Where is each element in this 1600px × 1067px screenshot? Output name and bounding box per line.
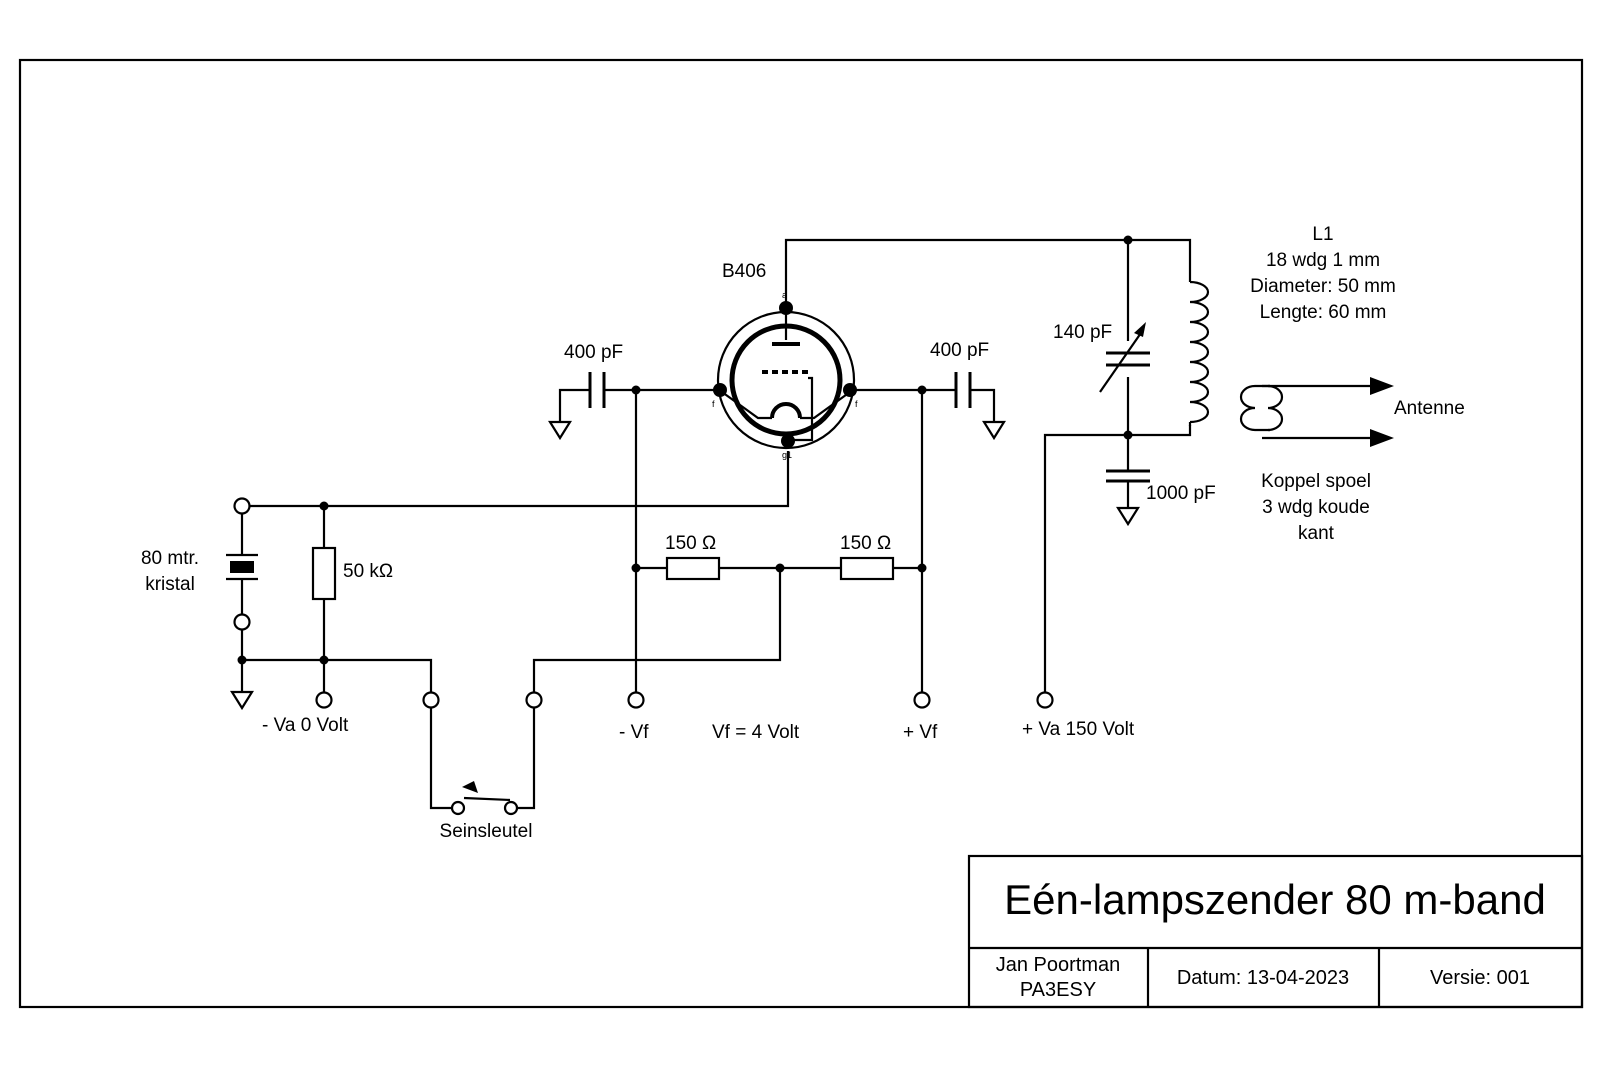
tube-label: B406: [722, 261, 766, 282]
pin-label-a: a: [782, 290, 787, 300]
vf-value-label: Vf = 4 Volt: [712, 722, 800, 743]
version-text: Versie: 001: [1430, 967, 1530, 989]
terminal-crystal-bottom: [233, 613, 251, 631]
coupling-label-1: Koppel spoel: [1261, 471, 1371, 492]
terminal-key-right: [525, 691, 543, 709]
terminal-vf-minus: [627, 691, 645, 709]
coil-spec3-label: Lengte: 60 mm: [1260, 302, 1387, 323]
terminal-va150: [1036, 691, 1054, 709]
terminals: [233, 497, 1054, 709]
junction-dots: [237, 235, 1133, 665]
coupling-label-3: kant: [1298, 523, 1335, 544]
terminal-vf-plus: [913, 691, 931, 709]
coil-spec1-label: 18 wdg 1 mm: [1266, 250, 1380, 271]
pin-label-f-right: f: [855, 399, 858, 409]
coupling-coil: [1239, 377, 1394, 447]
term-va0-label: - Va 0 Volt: [262, 715, 349, 736]
capacitor-left-400pf: [588, 372, 606, 408]
ground-symbols: [230, 420, 1140, 711]
res-grid-label: 50 kΩ: [343, 561, 393, 582]
cap-1000-label: 1000 pF: [1146, 483, 1216, 504]
component-labels: B406 400 pF 400 pF 140 pF 1000 pF L1 18 …: [141, 224, 1465, 842]
morse-key: [450, 781, 519, 816]
res-right-label: 150 Ω: [840, 533, 891, 554]
coil-spec2-label: Diameter: 50 mm: [1250, 276, 1396, 297]
cap-left-label: 400 pF: [564, 342, 623, 363]
coupling-label-2: 3 wdg koude: [1262, 497, 1370, 518]
title-block: Eén-lampszender 80 m-band Jan Poortman P…: [967, 854, 1584, 1009]
key-label: Seinsleutel: [440, 821, 533, 842]
pin-label-g1: g1: [782, 450, 792, 460]
date-text: Datum: 13-04-2023: [1177, 967, 1349, 989]
pin-label-f-left: f: [712, 399, 715, 409]
antenna-arrow-bottom: [1370, 429, 1394, 447]
crystal-label-2: kristal: [145, 574, 195, 595]
author-callsign: PA3ESY: [1020, 979, 1096, 1001]
resistor-150-left: [665, 556, 721, 581]
crystal-80m: [226, 553, 258, 581]
term-vf-minus-label: - Vf: [619, 722, 649, 743]
coil-name-label: L1: [1312, 224, 1333, 245]
term-vf-plus-label: + Vf: [903, 722, 938, 743]
cap-right-label: 400 pF: [930, 340, 989, 361]
terminal-grid-top: [233, 497, 251, 515]
antenna-label: Antenne: [1394, 398, 1465, 419]
tube-b406: a f f g1: [712, 290, 858, 460]
author-name: Jan Poortman: [996, 954, 1121, 976]
capacitor-1000pf: [1106, 469, 1150, 483]
res-left-label: 150 Ω: [665, 533, 716, 554]
drawing-frame: [18, 58, 1584, 1009]
title-text: Eén-lampszender 80 m-band: [1004, 876, 1546, 923]
antenna-arrow-top: [1370, 377, 1394, 395]
resistor-50k: [311, 546, 337, 601]
terminal-va0: [315, 691, 333, 709]
resistor-150-right: [839, 556, 895, 581]
term-va150-label: + Va 150 Volt: [1022, 719, 1135, 740]
capacitor-right-400pf: [954, 372, 972, 408]
capacitor-variable-140pf: [1099, 322, 1150, 393]
crystal-label-1: 80 mtr.: [141, 548, 199, 569]
coil-l1: [1188, 280, 1210, 426]
terminal-key-left: [422, 691, 440, 709]
cap-var-label: 140 pF: [1053, 322, 1112, 343]
